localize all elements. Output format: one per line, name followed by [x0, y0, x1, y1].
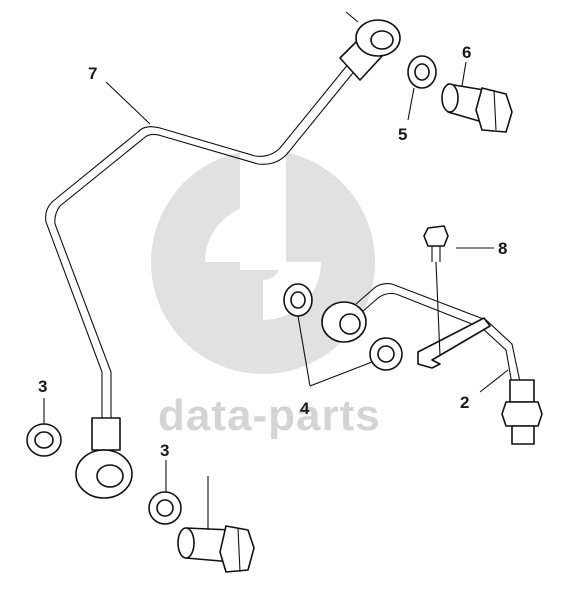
washer-upper	[407, 55, 437, 89]
callout-banjo-bolt-upper: 6	[462, 43, 471, 62]
washer-left-inner	[148, 491, 182, 525]
bracket-bolt	[423, 225, 449, 357]
callout-pipe-short: 2	[460, 393, 469, 412]
callout-pipe-long: 7	[88, 64, 97, 83]
callout-washers-pair: 4	[300, 399, 310, 418]
pipe-long	[45, 11, 401, 499]
callout-washer-upper: 5	[398, 125, 407, 144]
banjo-bolt-lower	[177, 525, 255, 573]
pipe-long-lower-banjo	[75, 417, 133, 499]
leader-lines	[43, 61, 509, 530]
washer-left-outer	[26, 423, 62, 457]
callout-washer-left-outer: 3	[38, 377, 47, 396]
pipe-short-fitting	[501, 379, 543, 445]
callout-washer-left-inner: 3	[160, 441, 169, 460]
washer-pair-upper	[283, 283, 313, 317]
watermark-text: data-parts	[158, 391, 381, 440]
callout-bracket-bolt: 8	[498, 239, 507, 258]
pipe-long-upper-banjo	[339, 11, 401, 81]
watermark-logo	[151, 150, 375, 374]
banjo-bolt-upper	[441, 83, 513, 133]
pipe-short	[321, 283, 543, 445]
washer-pair-lower	[369, 337, 403, 371]
